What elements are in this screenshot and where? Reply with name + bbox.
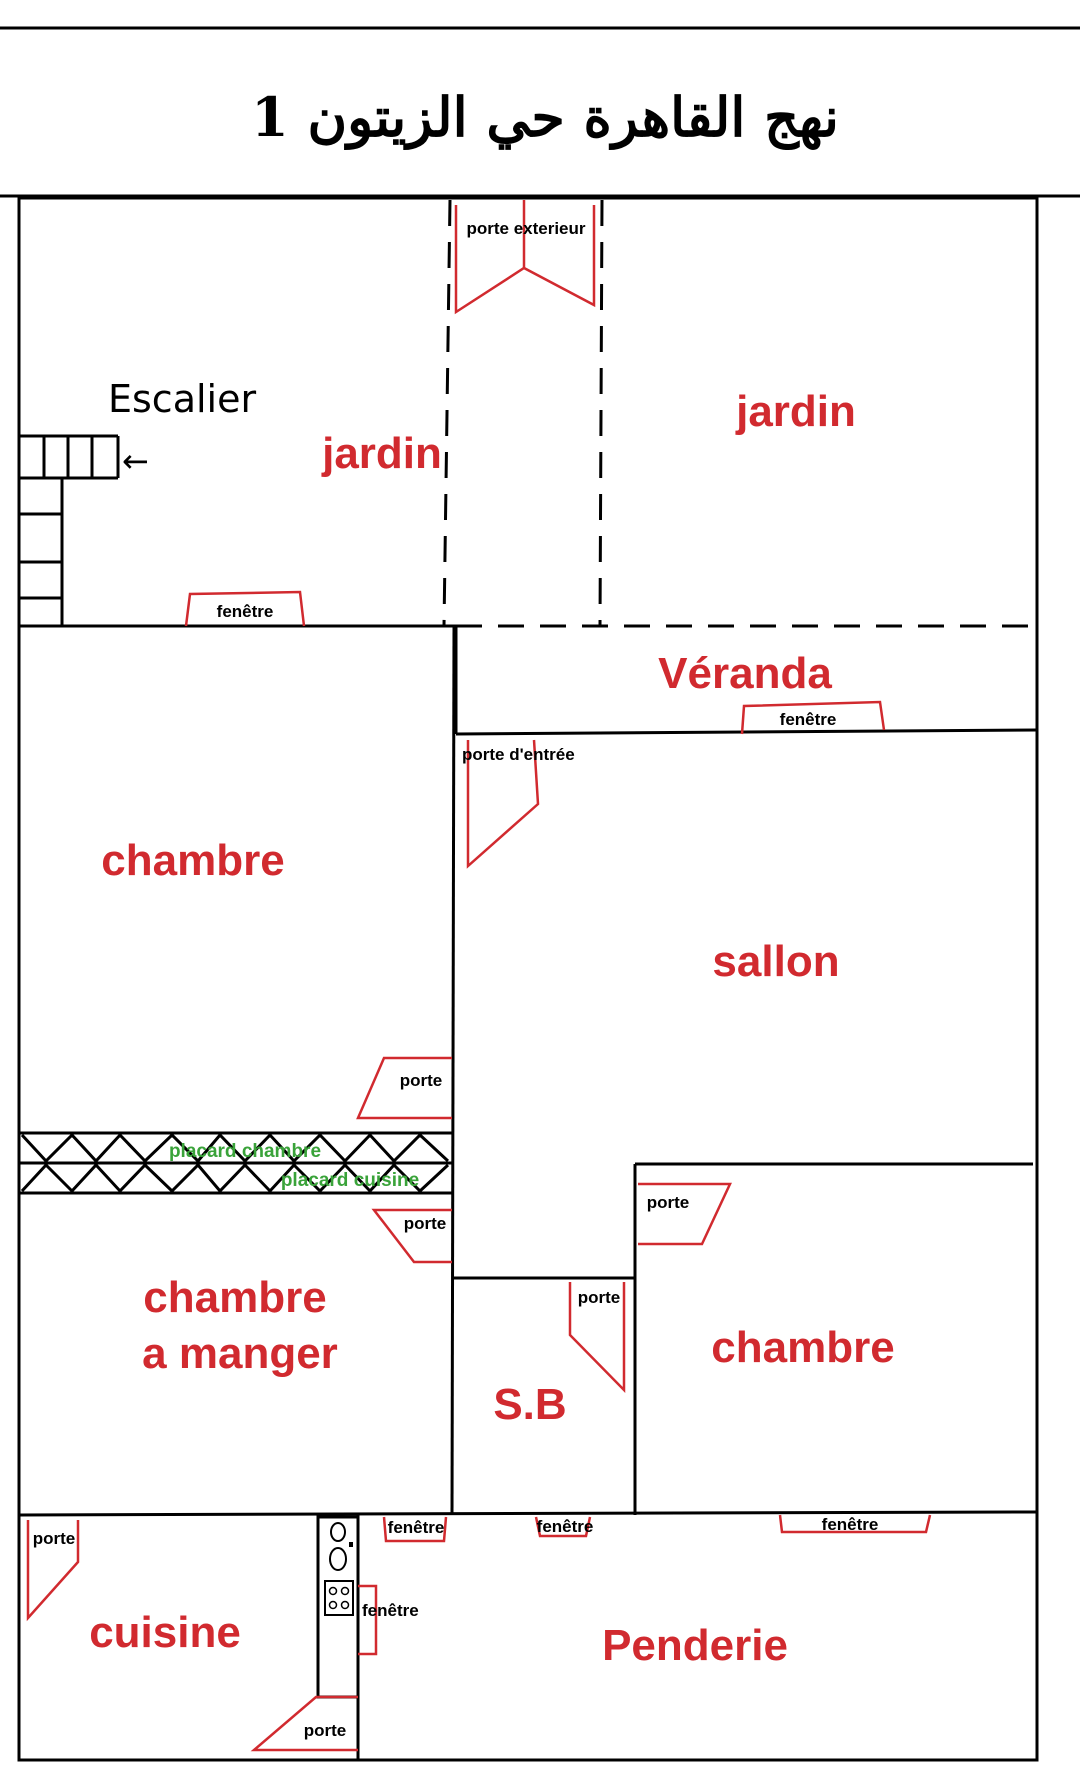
porte-cuisine-label: porte — [33, 1529, 76, 1548]
window-cuisine — [358, 1584, 378, 1656]
porte-entree-label: porte d'entrée — [462, 745, 575, 764]
plan-title: نهج القاهرة حي الزيتون 1 — [251, 85, 839, 151]
fenetre-bottom-3-label: fenêtre — [822, 1515, 879, 1534]
fenetre-cuisine-label: fenêtre — [362, 1601, 419, 1620]
wall-bottom-rooms — [18, 1510, 1038, 1517]
room-sb: S.B — [493, 1380, 566, 1429]
porte-manger-label: porte — [404, 1214, 447, 1233]
placard-chambre-label: placard chambre — [169, 1141, 321, 1162]
garden-path-left — [442, 199, 452, 627]
stairs-arrow-icon: ← — [122, 442, 149, 480]
room-penderie: Penderie — [602, 1621, 788, 1670]
porte-sb-label: porte — [578, 1288, 621, 1307]
placard-cuisine-label: placard cuisine — [281, 1170, 419, 1191]
fenetre-jardin-label: fenêtre — [217, 602, 274, 621]
window-bottom-2 — [534, 1516, 592, 1538]
window-jardin — [184, 590, 306, 627]
room-jardin-left: jardin — [321, 429, 442, 478]
window-bottom-1 — [382, 1516, 448, 1543]
stove-icon — [324, 1580, 354, 1616]
door-manger — [371, 1208, 452, 1264]
garden-path-right — [598, 199, 604, 627]
outer-wall — [17, 196, 1039, 1762]
sink-icon — [329, 1522, 353, 1571]
room-jardin-right: jardin — [735, 387, 856, 436]
porte-exterieur-label: porte exterieur — [466, 219, 585, 238]
fenetre-veranda-label: fenêtre — [780, 710, 837, 729]
closet-hatch — [20, 1132, 450, 1194]
room-chambre-a-manger-line1: chambre — [143, 1273, 326, 1322]
window-bottom-3 — [778, 1514, 932, 1534]
entrance-door — [466, 739, 540, 869]
room-sallon: sallon — [712, 937, 839, 986]
porte-bottom-label: porte — [304, 1721, 347, 1740]
room-chambre-right: chambre — [711, 1323, 894, 1372]
door-sb — [568, 1282, 626, 1394]
wall-veranda-sallon — [455, 728, 1038, 736]
escalier-label: Escalier — [108, 377, 256, 421]
room-cuisine: cuisine — [89, 1608, 241, 1657]
stairs-icon — [19, 434, 120, 626]
door-chambre-top — [356, 1056, 452, 1120]
room-chambre-a-manger-line2: a manger — [142, 1329, 338, 1378]
door-chambre-right — [638, 1182, 732, 1246]
fenetre-bottom-1-label: fenêtre — [388, 1518, 445, 1537]
room-chambre-top: chambre — [101, 836, 284, 885]
room-veranda: Véranda — [658, 649, 832, 698]
fenetre-bottom-2-label: fenêtre — [537, 1517, 594, 1536]
door-cuisine — [26, 1520, 80, 1622]
wall-center — [450, 625, 456, 1516]
porte-chambre-right-label: porte — [647, 1193, 690, 1212]
window-veranda — [740, 700, 886, 735]
door-bottom — [250, 1695, 358, 1752]
porte-chambre-label: porte — [400, 1071, 443, 1090]
